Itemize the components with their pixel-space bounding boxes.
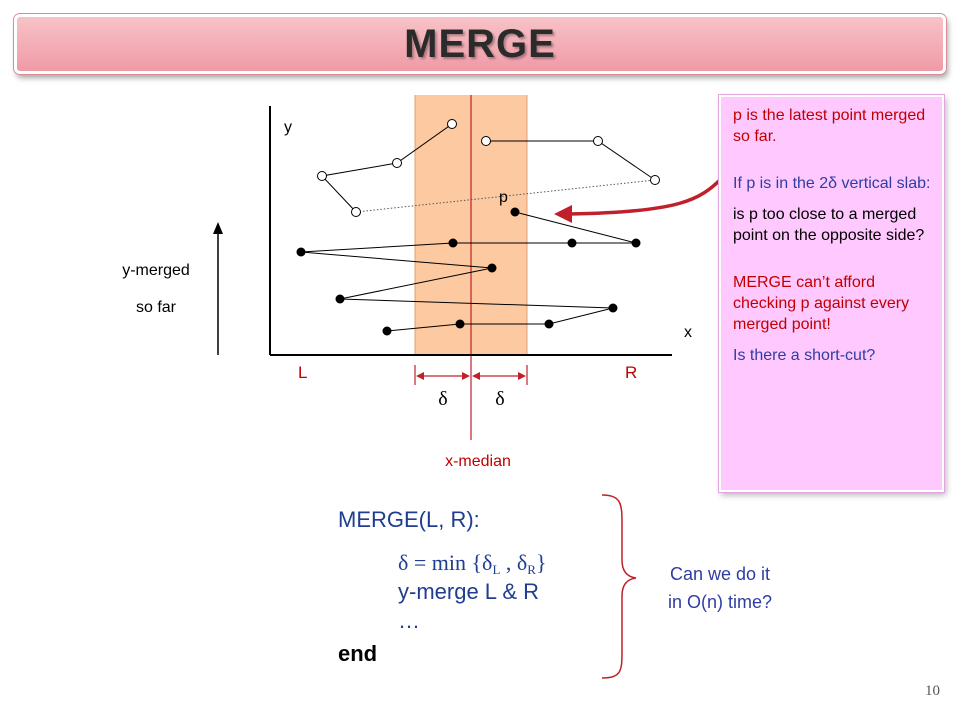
x-median-label: x-median (445, 453, 511, 470)
code-delta-prefix: δ = min {δ (398, 550, 493, 575)
code-comma: , δ (500, 550, 528, 575)
unmerged-dotted-link (355, 179, 656, 213)
unmerged-points (317, 119, 660, 217)
code-sub-L: L (492, 562, 501, 577)
code-ellipsis: … (398, 608, 420, 633)
callout-line-2: If p is in the 2δ vertical slab: (733, 175, 931, 192)
x-axis-label: x (684, 324, 692, 341)
code-close: } (535, 550, 547, 575)
merged-points (296, 207, 641, 336)
code-ymerge: y-merge L & R (398, 579, 540, 604)
merged-point (631, 238, 641, 248)
delta-arrow-mid-left-head (462, 372, 470, 380)
delta-left-label: δ (438, 388, 447, 410)
point-p (510, 207, 520, 217)
open-point (447, 119, 457, 129)
point-p-label: p (499, 189, 508, 206)
y-axis-label: y (284, 119, 292, 136)
code-end: end (338, 641, 378, 666)
open-point (392, 158, 402, 168)
callout-line-5: Is there a short-cut? (733, 347, 876, 364)
code-sub-R: R (527, 562, 536, 577)
title-bar: MERGE (14, 14, 946, 74)
ymerged-label-1: y-merged (122, 262, 190, 279)
explanation-callout: p is the latest point merged so far. If … (719, 95, 944, 492)
open-point (593, 136, 603, 146)
slide-title: MERGE (404, 22, 556, 66)
merged-point (448, 238, 458, 248)
code-header: MERGE(L, R): (338, 507, 480, 532)
label-L: L (298, 363, 307, 382)
merged-point (382, 326, 392, 336)
callout-line-1: p is the latest point merged so far. (733, 107, 926, 145)
unmerged-left-chain (320, 123, 453, 213)
question-line-2: in O(n) time? (667, 592, 773, 612)
delta-right-label: δ (495, 388, 504, 410)
merged-point (455, 319, 465, 329)
callout-arrow (569, 176, 724, 216)
open-point (317, 171, 327, 181)
merged-point (335, 294, 345, 304)
callout-line-3: is p too close to a merged point on the … (733, 206, 925, 244)
delta-arrow-mid-right-head (472, 372, 480, 380)
merged-point (487, 263, 497, 273)
label-R: R (625, 363, 637, 382)
ymerged-arrow-head (213, 222, 223, 234)
open-point (481, 136, 491, 146)
merged-point (567, 238, 577, 248)
question-line-1: Can we do it (669, 564, 771, 584)
code-brace (601, 494, 637, 679)
open-point (650, 175, 660, 185)
merged-point (544, 319, 554, 329)
open-point (351, 207, 361, 217)
merge-pseudocode: MERGE(L, R): δ = min {δL , δR} y-merge L… (338, 505, 547, 668)
callout-arrow-head (554, 205, 572, 223)
ymerged-label-2: so far (136, 299, 177, 316)
callout-line-4: MERGE can’t afford checking p against ev… (733, 274, 910, 333)
delta-arrow-right-head (518, 372, 526, 380)
merged-point (296, 247, 306, 257)
merged-point (608, 303, 618, 313)
delta-arrow-left-head (416, 372, 424, 380)
page-number: 10 (925, 683, 940, 699)
complexity-question: Can we do it in O(n) time? (640, 560, 800, 616)
code-delta-line: δ = min {δL , δR} (338, 548, 547, 577)
